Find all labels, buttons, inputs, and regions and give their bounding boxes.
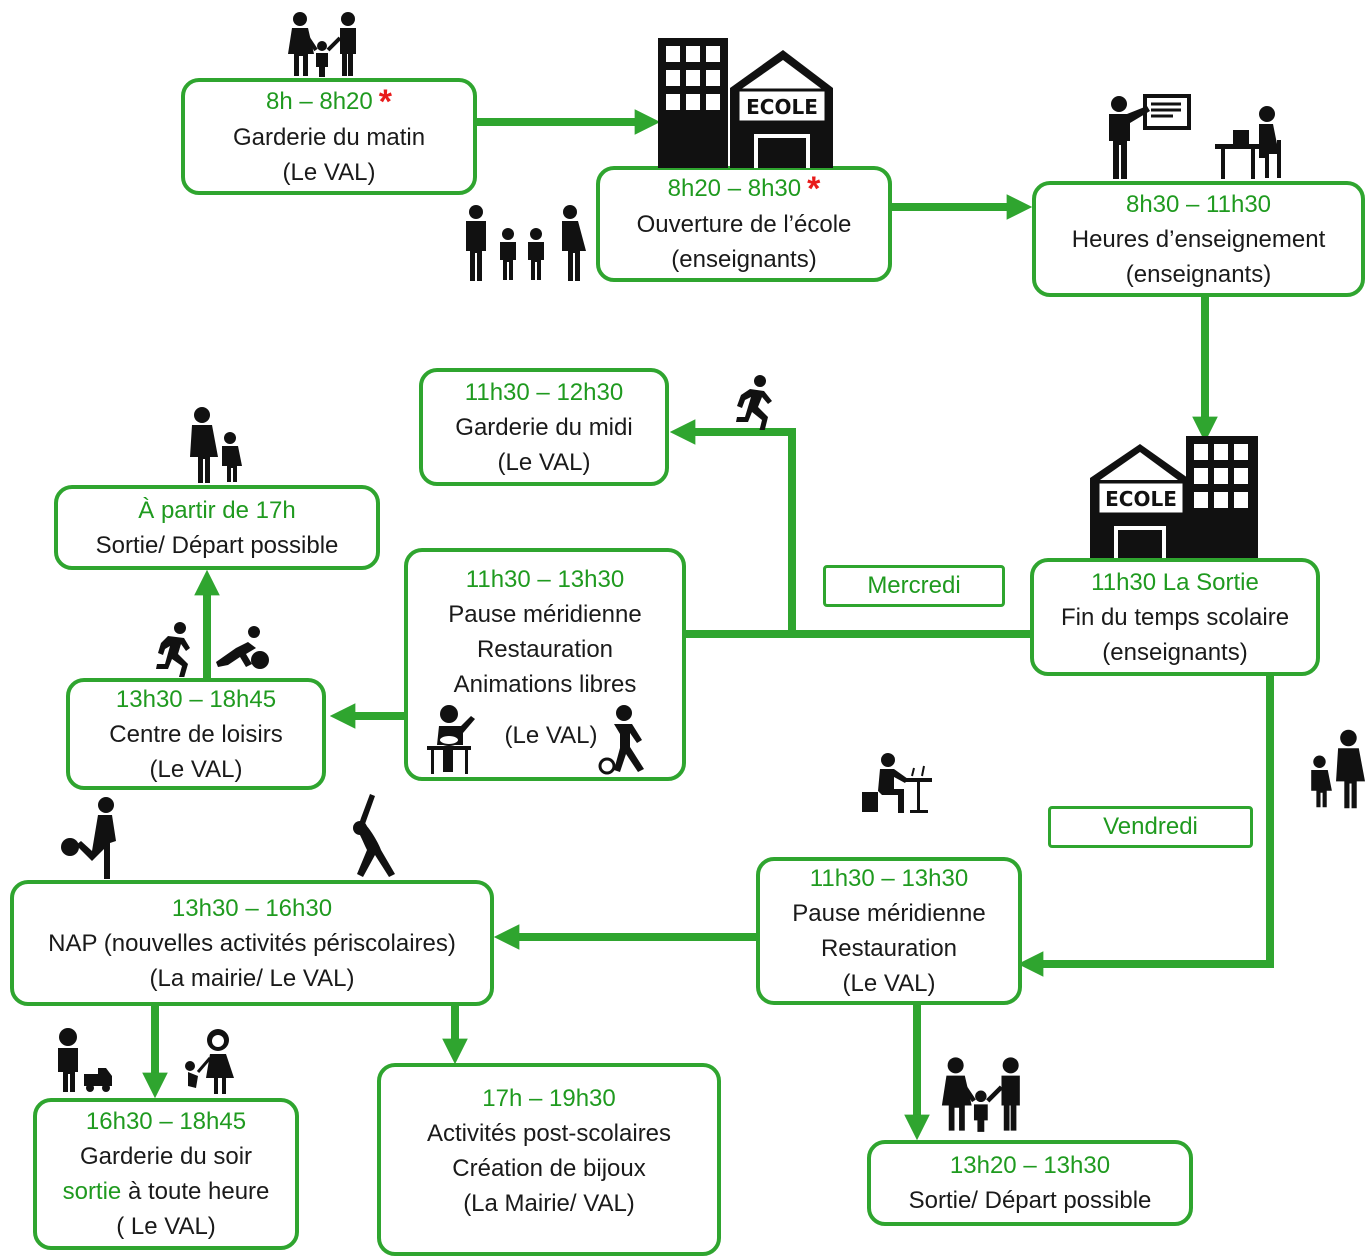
- family-icon: [288, 12, 356, 77]
- box-line: Garderie du midi: [455, 413, 633, 441]
- child-toy-truck-icon: [58, 1028, 112, 1092]
- box-sortie-1130: 11h30 La Sortie Fin du temps scolaire (e…: [1030, 558, 1320, 676]
- running-person-icon: [736, 375, 772, 430]
- box-line: Ouverture de l’école: [636, 211, 852, 238]
- box-ouverture-ecole: 8h20 – 8h30* Ouverture de l’école (ensei…: [596, 166, 892, 282]
- asterisk-mark: *: [807, 170, 821, 208]
- arrow-to-garderie-midi: [669, 419, 796, 634]
- time-label: 13h20 – 13h30: [949, 1152, 1111, 1179]
- box-line: (La Mairie/ VAL): [463, 1190, 635, 1217]
- box-post-scolaires: 17h – 19h30 Activités post-scolaires Cré…: [377, 1063, 721, 1256]
- box-line: Centre de loisirs: [109, 720, 283, 748]
- school-building-icon: ECOLE: [658, 38, 833, 168]
- box-line: Sortie/ Départ possible: [95, 531, 339, 559]
- yoga-stretch-icon: [353, 794, 395, 877]
- box-line: (Le VAL): [282, 158, 376, 186]
- time-label: 11h30 – 13h30: [465, 566, 625, 593]
- box-line: à toute heure: [121, 1178, 270, 1205]
- arrow-sortie-to-vendredi: [1017, 676, 1274, 977]
- box-line: Animations libres: [453, 671, 637, 698]
- time-label: 11h30 – 12h30: [464, 378, 624, 406]
- box-depart-1320: 13h20 – 13h30 Sortie/ Départ possible: [867, 1140, 1193, 1226]
- child-ball-icon: [598, 705, 644, 775]
- time-label: 11h30 La Sortie: [1091, 568, 1259, 596]
- box-line: Garderie du matin: [232, 123, 426, 151]
- box-line: (enseignants): [1102, 638, 1248, 666]
- tag-vendredi: Vendredi: [1048, 806, 1253, 848]
- box-nap: 13h30 – 16h30 NAP (nouvelles activités p…: [10, 880, 494, 1006]
- time-label: 17h – 19h30: [482, 1085, 616, 1112]
- time-label: 8h – 8h20: [265, 87, 373, 115]
- school-building-icon: ECOLE: [1090, 436, 1258, 558]
- box-line: Activités post-scolaires: [426, 1120, 672, 1147]
- box-garderie-matin: 8h – 8h20* Garderie du matin (Le VAL): [181, 78, 477, 195]
- box-line: (Le VAL): [504, 722, 598, 749]
- mother-child-icon: [190, 407, 242, 483]
- teacher-board-icon: [1109, 94, 1191, 179]
- time-label: 13h30 – 16h30: [171, 894, 333, 922]
- box-line: Fin du temps scolaire: [1060, 603, 1290, 631]
- family-with-children-icon: [466, 205, 586, 281]
- box-depart-17h: À partir de 17h Sortie/ Départ possible: [54, 485, 380, 570]
- time-label: À partir de 17h: [138, 496, 296, 524]
- mother-child-icon: [1311, 729, 1365, 809]
- box-line: Pause méridienne: [792, 900, 986, 927]
- box-line: Heures d’enseignement: [1071, 225, 1326, 253]
- time-label: 11h30 – 13h30: [809, 865, 969, 892]
- child-eating-icon: [427, 705, 475, 774]
- box-line: NAP (nouvelles activités périscolaires): [48, 929, 456, 957]
- box-line: (Le VAL): [149, 755, 243, 783]
- box-line: (enseignants): [671, 246, 817, 273]
- box-garderie-soir: 16h30 – 18h45 Garderie du soir sortie à …: [33, 1098, 299, 1250]
- box-line: Garderie du soir: [79, 1143, 253, 1170]
- box-line: Restauration: [820, 935, 958, 962]
- box-line: (La mairie/ Le VAL): [149, 964, 355, 992]
- school-sign-text: ECOLE: [1105, 487, 1177, 511]
- asterisk-mark: *: [378, 82, 392, 121]
- girl-doll-icon: [185, 1029, 234, 1094]
- soccer-kids-icon: [156, 622, 269, 677]
- family-icon: [941, 1057, 1020, 1132]
- time-label: 8h30 – 11h30: [1125, 190, 1272, 218]
- box-pause-vendredi: 11h30 – 13h30 Pause méridienne Restaurat…: [756, 857, 1022, 1005]
- box-heures-enseignement: 8h30 – 11h30 Heures d’enseignement (ense…: [1032, 181, 1365, 297]
- box-garderie-midi: 11h30 – 12h30 Garderie du midi (Le VAL): [419, 368, 669, 486]
- school-sign-text: ECOLE: [746, 95, 818, 119]
- football-kick-icon: [61, 797, 116, 879]
- box-centre-loisirs: 13h30 – 18h45 Centre de loisirs (Le VAL): [66, 678, 326, 790]
- box-line: Restauration: [476, 636, 614, 663]
- box-line: (enseignants): [1125, 260, 1272, 288]
- box-line: Sortie/ Départ possible: [908, 1187, 1152, 1214]
- time-label: 8h20 – 8h30: [667, 175, 802, 202]
- box-line: ( Le VAL): [116, 1213, 216, 1240]
- time-label: 13h30 – 18h45: [115, 685, 277, 713]
- time-label: 16h30 – 18h45: [85, 1108, 247, 1135]
- tag-mercredi: Mercredi: [823, 565, 1005, 607]
- box-line: Pause méridienne: [448, 601, 642, 628]
- box-line: (Le VAL): [497, 448, 591, 476]
- box-line: Création de bijoux: [452, 1155, 646, 1182]
- person-eating-icon: [862, 753, 932, 813]
- sortie-highlight: sortie: [62, 1178, 122, 1205]
- box-line: (Le VAL): [842, 970, 936, 997]
- student-desk-icon: [1215, 106, 1281, 179]
